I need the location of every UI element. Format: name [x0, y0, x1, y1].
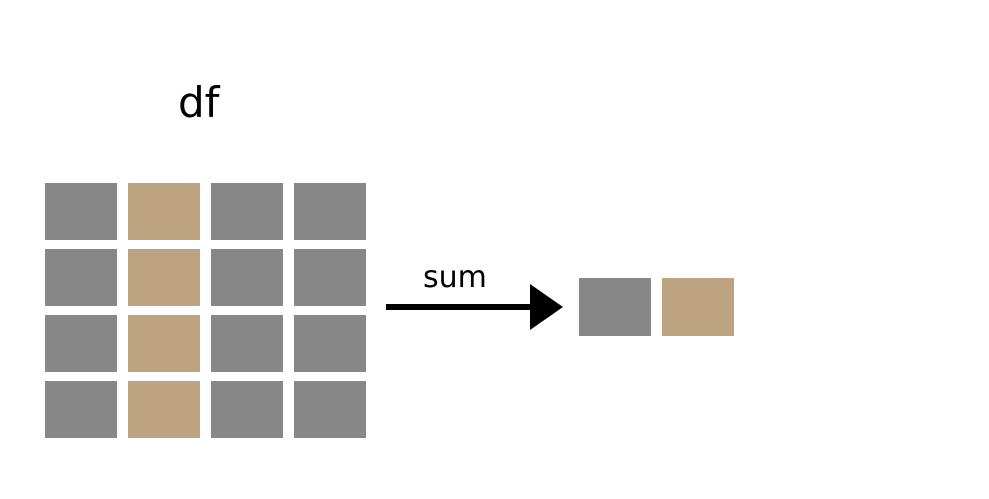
grid-cell-tan [128, 315, 200, 372]
output-cells [579, 278, 734, 336]
grid-cell-tan [128, 249, 200, 306]
grid-cell-gray [45, 183, 117, 240]
arrow [386, 284, 563, 330]
dataframe-title: df [178, 78, 220, 127]
input-grid [45, 183, 366, 438]
grid-cell-gray [45, 381, 117, 438]
operation-label: sum [423, 260, 487, 295]
grid-cell-gray [211, 381, 283, 438]
grid-cell-gray [294, 315, 366, 372]
grid-cell-gray [211, 315, 283, 372]
grid-cell-gray [294, 381, 366, 438]
grid-cell-tan [128, 381, 200, 438]
grid-cell-gray [45, 315, 117, 372]
grid-cell-gray [45, 249, 117, 306]
output-cell-gray [579, 278, 651, 336]
grid-cell-gray [211, 249, 283, 306]
grid-cell-gray [211, 183, 283, 240]
grid-cell-tan [128, 183, 200, 240]
arrow-head [530, 284, 563, 330]
grid-cell-gray [294, 249, 366, 306]
grid-cell-gray [294, 183, 366, 240]
output-cell-tan [662, 278, 734, 336]
